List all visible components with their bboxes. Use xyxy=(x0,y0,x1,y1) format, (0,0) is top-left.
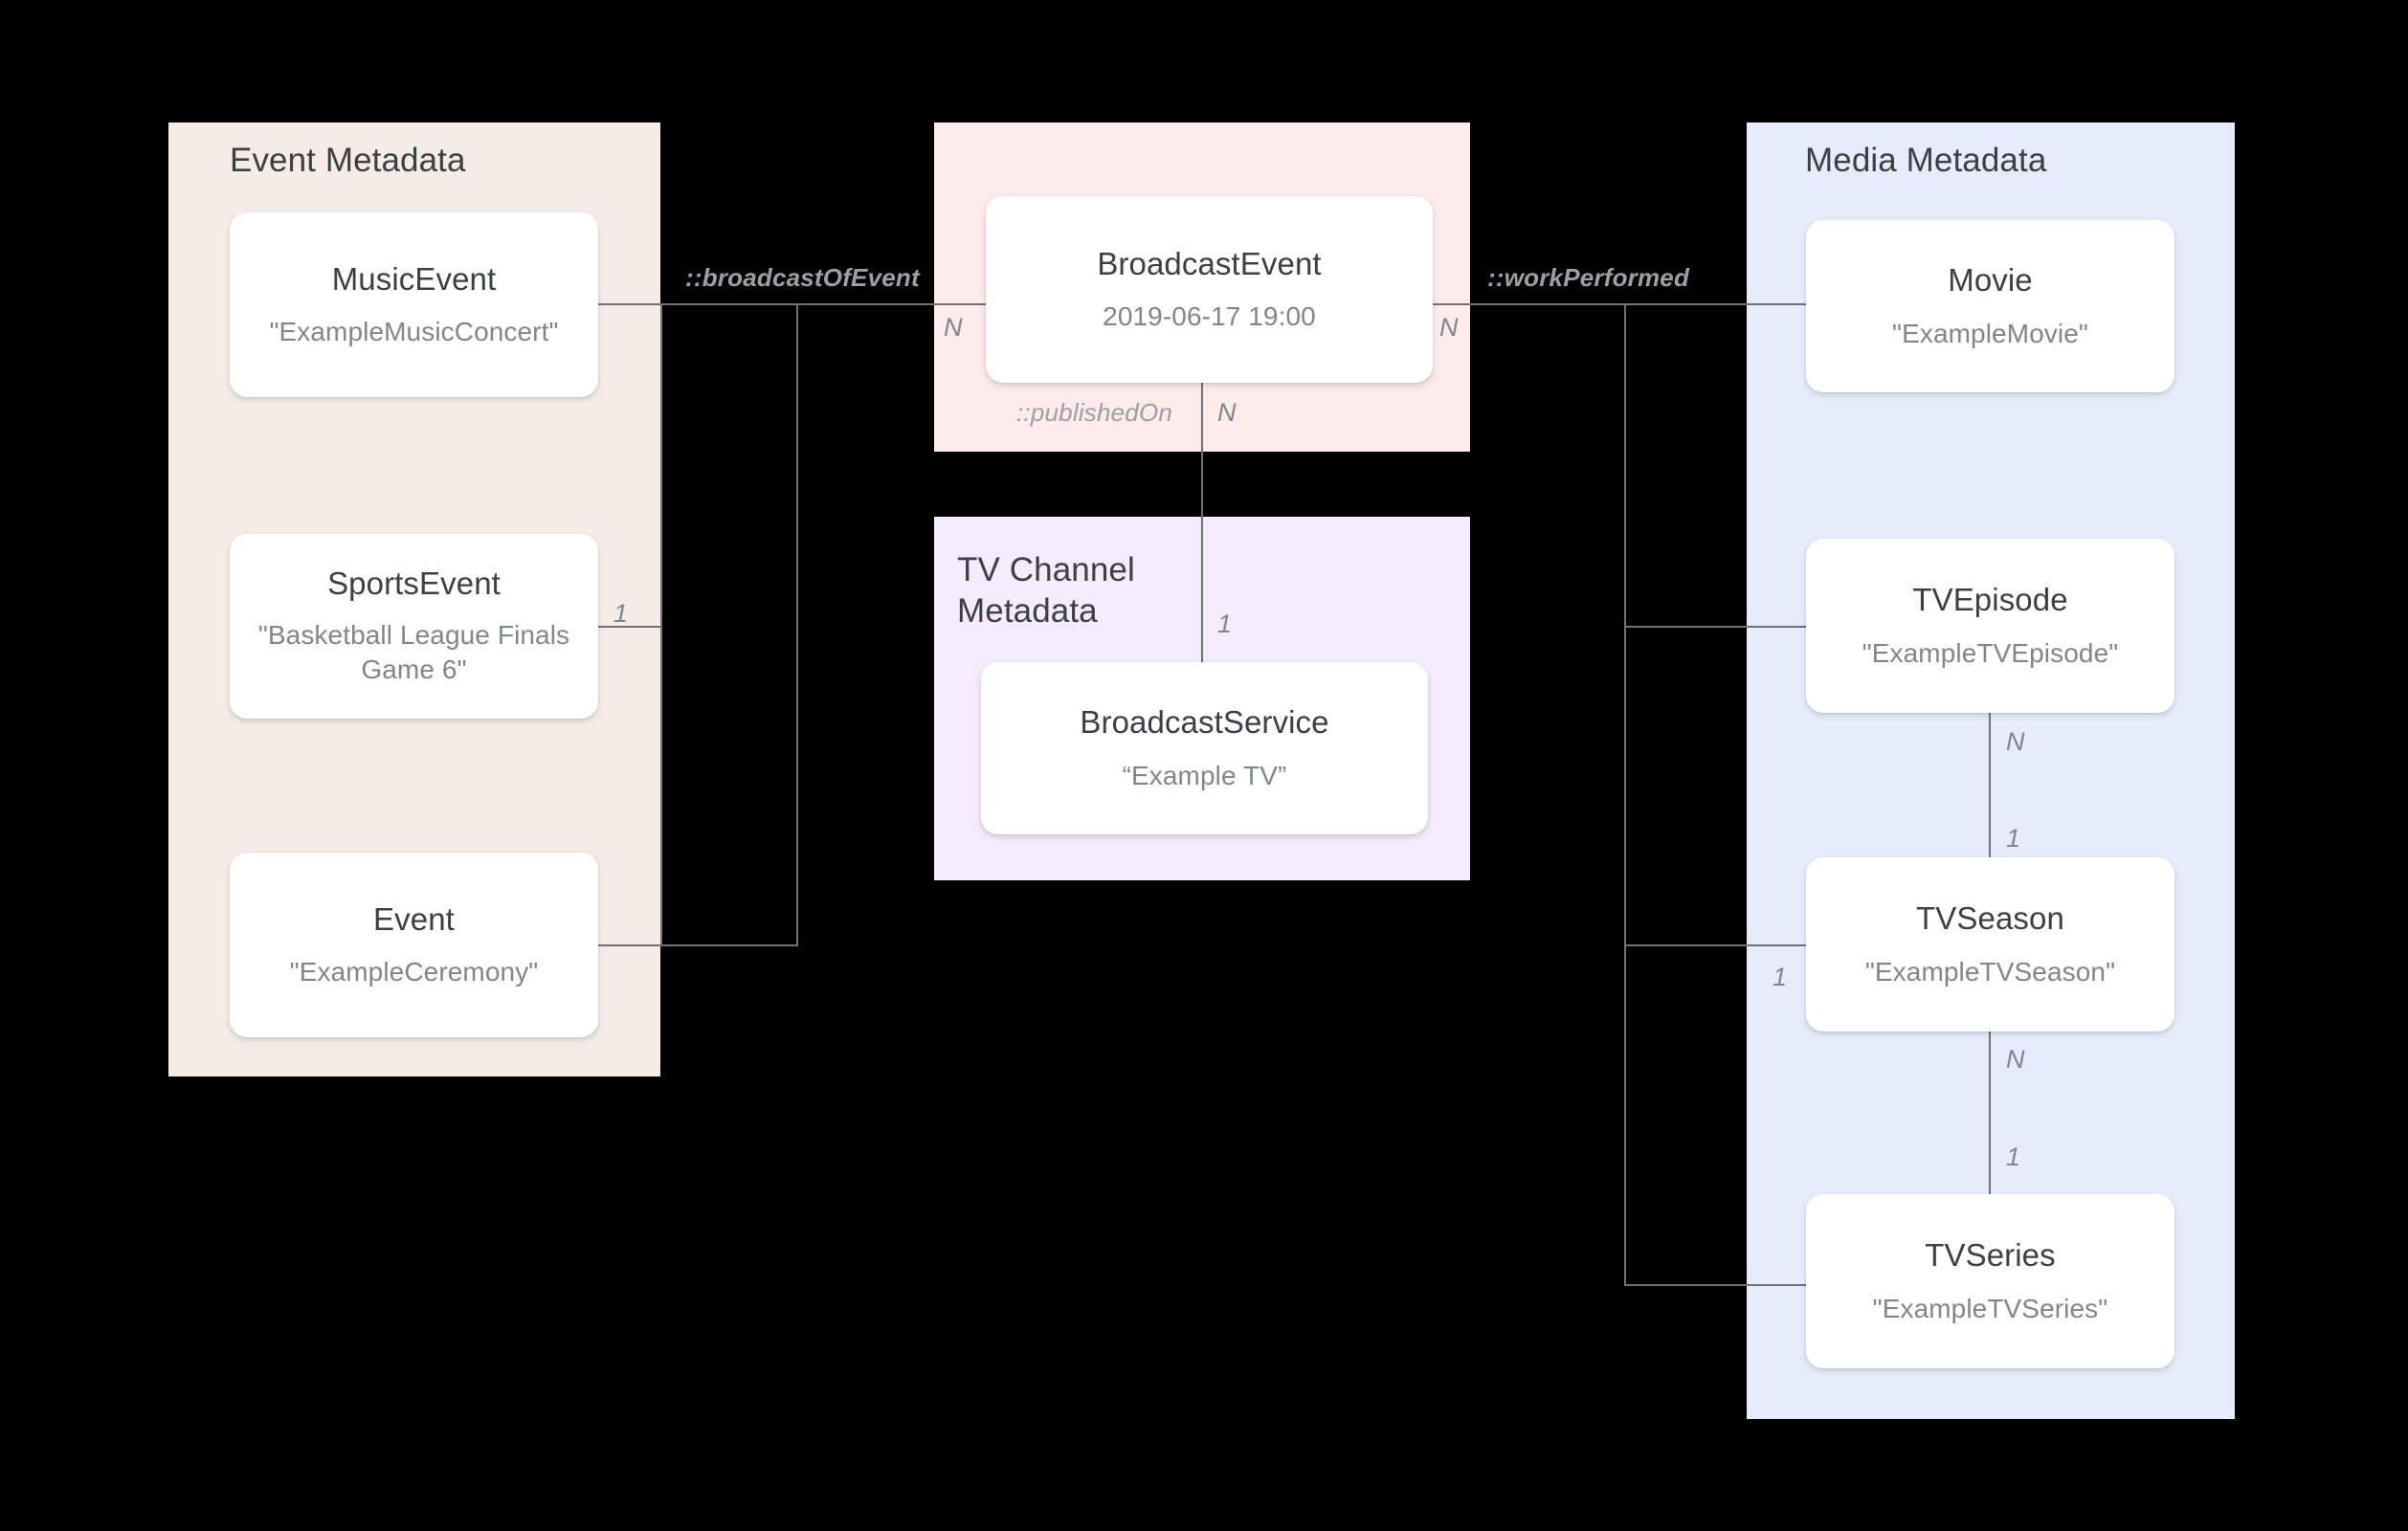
edge-event-bus-bottom-tie xyxy=(660,944,798,946)
edge-broadcast-event-to-movie xyxy=(1433,303,1806,305)
node-movie-title: Movie xyxy=(1948,262,2033,298)
node-tv-season-title: TVSeason xyxy=(1916,900,2064,936)
cardinality-sports-event-one: 1 xyxy=(613,599,629,628)
node-sports-event[interactable]: SportsEvent "Basketball League Finals Ga… xyxy=(230,534,598,719)
relation-label-published-on: ::publishedOn xyxy=(1016,398,1173,427)
node-tv-season-value: "ExampleTVSeason" xyxy=(1864,956,2116,987)
edge-sports-event-to-bus xyxy=(598,626,662,628)
node-broadcast-service[interactable]: BroadcastService “Example TV” xyxy=(981,662,1428,834)
edge-tv-episode-to-tv-season xyxy=(1989,712,1991,893)
cardinality-tv-series-one: 1 xyxy=(2006,1143,2021,1171)
cardinality-broadcast-event-right: N xyxy=(1439,313,1459,342)
node-tv-season[interactable]: TVSeason "ExampleTVSeason" xyxy=(1806,857,2174,1032)
node-movie[interactable]: Movie "ExampleMovie" xyxy=(1806,220,2174,392)
node-tv-episode-title: TVEpisode xyxy=(1912,582,2068,617)
node-broadcast-event[interactable]: BroadcastEvent 2019-06-17 19:00 xyxy=(986,196,1433,383)
panel-title-event-metadata: Event Metadata xyxy=(230,142,466,179)
node-sports-event-value: "Basketball League Finals Game 6" xyxy=(257,619,570,685)
edge-media-vertical-bus xyxy=(1624,303,1626,1286)
relation-label-broadcast-of-event: ::broadcastOfEvent xyxy=(685,263,920,292)
node-music-event-title: MusicEvent xyxy=(331,260,497,297)
edge-published-on xyxy=(1201,383,1203,662)
cardinality-broadcast-event-left: N xyxy=(944,313,963,342)
node-music-event-value: "ExampleMusicConcert" xyxy=(269,317,559,347)
cardinality-published-on: N xyxy=(1217,398,1237,427)
node-sports-event-title: SportsEvent xyxy=(327,566,501,602)
panel-title-tv-channel-metadata: TV Channel Metadata xyxy=(957,551,1135,630)
edge-bus-to-broadcast-event-left xyxy=(796,303,986,305)
node-event-value: "ExampleCeremony" xyxy=(289,957,539,987)
node-event-title: Event xyxy=(373,900,455,937)
cardinality-tv-episode-n: N xyxy=(2006,727,2025,756)
node-broadcast-service-value: “Example TV” xyxy=(1122,760,1287,790)
panel-title-media-metadata: Media Metadata xyxy=(1805,142,2047,179)
edge-tv-season-to-tv-series xyxy=(1989,1030,1991,1210)
cardinality-tv-season-one-from-episode: 1 xyxy=(2006,824,2021,853)
edge-event-to-bus xyxy=(598,944,662,946)
edge-bus-to-tv-episode xyxy=(1624,626,1806,628)
node-tv-series-value: "ExampleTVSeries" xyxy=(1872,1293,2108,1323)
edge-event-vertical-bus-inner xyxy=(660,303,662,946)
node-tv-episode-value: "ExampleTVEpisode" xyxy=(1862,637,2119,668)
node-event[interactable]: Event "ExampleCeremony" xyxy=(230,853,598,1037)
edge-event-vertical-bus-outer xyxy=(796,303,798,946)
node-broadcast-event-value: 2019-06-17 19:00 xyxy=(1103,301,1316,332)
cardinality-tv-season-one-left: 1 xyxy=(1773,963,1788,991)
node-tv-series-title: TVSeries xyxy=(1925,1237,2056,1273)
node-tv-episode[interactable]: TVEpisode "ExampleTVEpisode" xyxy=(1806,539,2174,713)
cardinality-tv-season-n: N xyxy=(2006,1045,2025,1074)
node-broadcast-event-title: BroadcastEvent xyxy=(1097,245,1322,281)
edge-bus-to-tv-season xyxy=(1624,944,1806,946)
node-movie-value: "ExampleMovie" xyxy=(1892,318,2088,348)
relation-label-work-performed: ::workPerformed xyxy=(1487,263,1690,292)
node-tv-series[interactable]: TVSeries "ExampleTVSeries" xyxy=(1806,1194,2174,1368)
cardinality-broadcast-service-one: 1 xyxy=(1217,610,1233,638)
edge-music-event-to-bus xyxy=(598,303,798,305)
edge-bus-to-tv-series xyxy=(1624,1284,1806,1286)
node-broadcast-service-title: BroadcastService xyxy=(1080,704,1329,740)
node-music-event[interactable]: MusicEvent "ExampleMusicConcert" xyxy=(230,212,598,397)
